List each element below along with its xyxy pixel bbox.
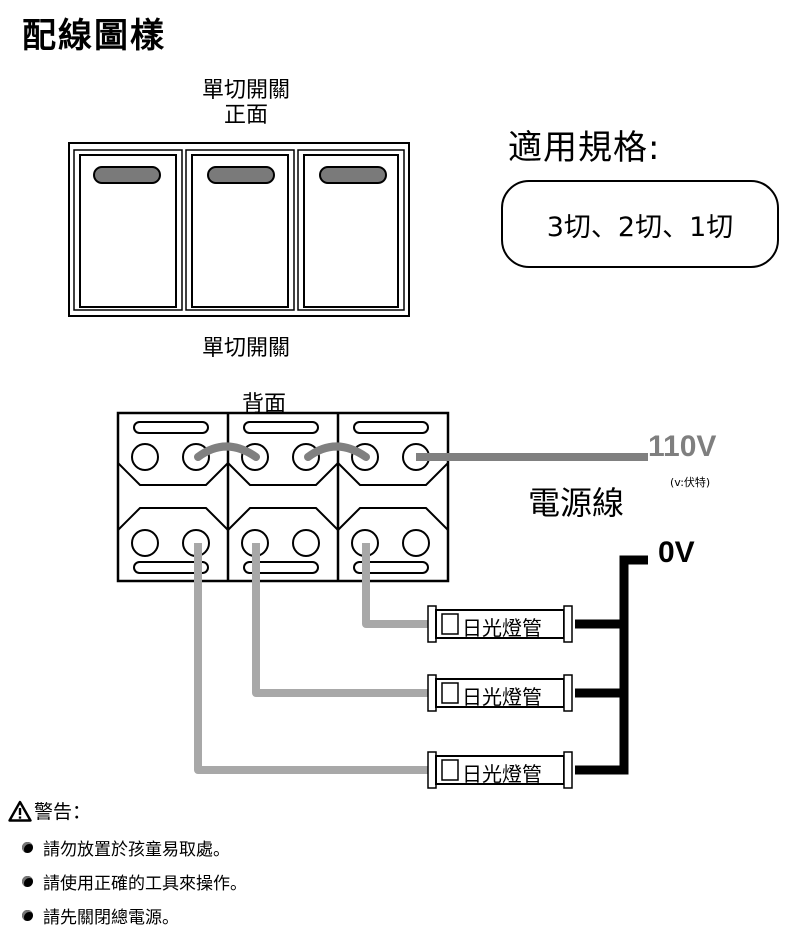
front-label-switch: 單切開關 (201, 78, 290, 103)
power-cord-label: 電源線 (528, 484, 625, 522)
back-module-3 (337, 421, 449, 574)
indicator-slot (319, 166, 387, 184)
bullet-icon (22, 841, 33, 853)
switch-rocker-2 (185, 149, 295, 311)
indicator-slot (207, 166, 275, 184)
warning-item-text: 請勿放置於孩童易取處。 (43, 839, 230, 860)
page-title: 配線圖樣 (22, 16, 166, 56)
warning-list: 請勿放置於孩童易取處。 請使用正確的工具來操作。 請先關閉總電源。 (22, 830, 247, 932)
zero-volt-label: 0V (658, 536, 695, 569)
tube-label: 日光燈管 (462, 616, 542, 640)
warning-item-text: 請使用正確的工具來操作。 (43, 873, 247, 894)
load-wires (194, 543, 428, 774)
spec-value: 3切、2切、1切 (546, 211, 734, 243)
warning-heading-text: 警告： (34, 801, 92, 823)
tube-1 (427, 605, 573, 643)
warning-item-text: 請先關閉總電源。 (43, 907, 179, 928)
front-switch-panel (68, 142, 410, 317)
list-item: 請勿放置於孩童易取處。 (22, 830, 247, 864)
jumper-wires (194, 442, 370, 461)
bullet-icon (22, 875, 33, 887)
switch-rocker-1 (73, 149, 183, 311)
front-top-label: 單切開關 正面 (186, 78, 306, 128)
warning-heading: 警告： (8, 797, 91, 824)
switch-rocker-3 (297, 149, 405, 311)
bullet-icon (22, 909, 33, 921)
spec-heading: 適用規格: (508, 128, 661, 168)
warning-icon (8, 800, 32, 822)
voltage-label: 110V (648, 430, 717, 463)
voltage-unit-label: (v:伏特) (670, 476, 711, 489)
tube-2 (427, 674, 573, 712)
tube-3 (427, 751, 573, 789)
back-switch-panel (116, 411, 450, 583)
list-item: 請使用正確的工具來操作。 (22, 864, 247, 898)
tube-label: 日光燈管 (462, 762, 542, 786)
front-bottom-label: 單切開關 (201, 336, 290, 361)
tube-label: 日光燈管 (462, 685, 542, 709)
front-label-face: 正面 (223, 103, 268, 128)
indicator-slot (93, 166, 161, 184)
spec-box: 3切、2切、1切 (501, 180, 779, 268)
neutral-wires (575, 555, 648, 775)
back-module-1 (117, 421, 229, 574)
list-item: 請先關閉總電源。 (22, 898, 247, 932)
